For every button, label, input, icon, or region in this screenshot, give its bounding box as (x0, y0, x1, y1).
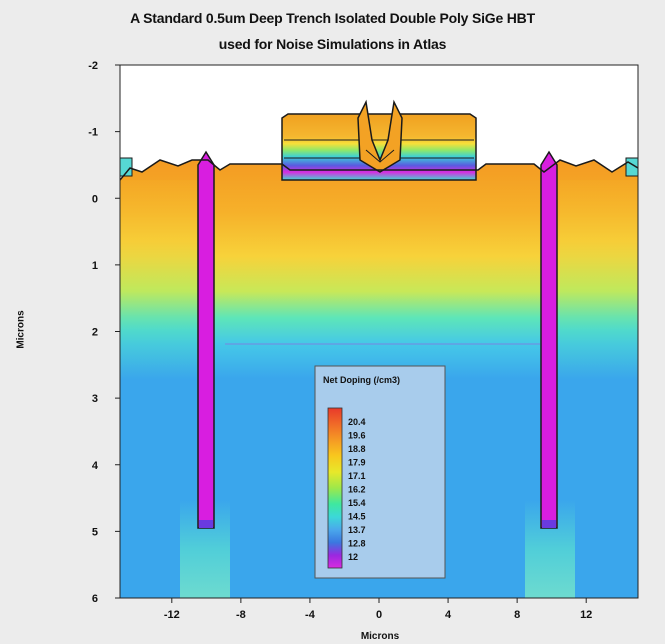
legend-value-label: 20.4 (348, 417, 366, 427)
y-tick-label: -1 (88, 127, 98, 139)
x-tick-label: 0 (376, 609, 382, 621)
legend-value-label: 17.9 (348, 458, 366, 468)
legend-value-label: 15.4 (348, 498, 366, 508)
legend-value-label: 12.8 (348, 539, 366, 549)
legend-value-label: 12 (348, 552, 358, 562)
x-axis-label: Microns (360, 631, 400, 642)
legend: Net Doping (/cm3) 20.4 19.6 18.8 17.9 17.1 16… (314, 365, 446, 579)
legend-value-label: 19.6 (348, 431, 366, 441)
legend-colorbar (327, 407, 343, 569)
legend-value-label: 17.1 (348, 471, 366, 481)
x-tick-label: 4 (445, 609, 452, 621)
y-tick-label: 5 (92, 526, 98, 538)
legend-value-label: 18.8 (348, 444, 366, 454)
x-tick-label: -8 (236, 609, 246, 621)
y-tick-label: 1 (92, 260, 98, 272)
y-tick-label: 0 (92, 193, 98, 205)
legend-value-label: 14.5 (348, 512, 366, 522)
x-tick-label: 8 (514, 609, 520, 621)
y-tick-label: 6 (92, 593, 98, 605)
chart-subtitle: used for Noise Simulations in Atlas (218, 36, 447, 52)
y-axis-label: Microns (15, 310, 27, 349)
y-tick-label: -2 (88, 60, 98, 72)
chart-title: A Standard 0.5um Deep Trench Isolated Do… (130, 10, 535, 26)
legend-value-label: 16.2 (348, 485, 366, 495)
x-tick-label: -12 (164, 609, 180, 621)
y-tick-label: 4 (92, 460, 99, 472)
y-tick-label: 3 (92, 393, 98, 405)
legend-value-label: 13.7 (348, 525, 366, 535)
y-tick-label: 2 (92, 327, 98, 339)
legend-title: Net Doping (/cm3) (323, 375, 400, 385)
x-tick-label: -4 (305, 609, 316, 621)
x-tick-label: 12 (580, 609, 592, 621)
